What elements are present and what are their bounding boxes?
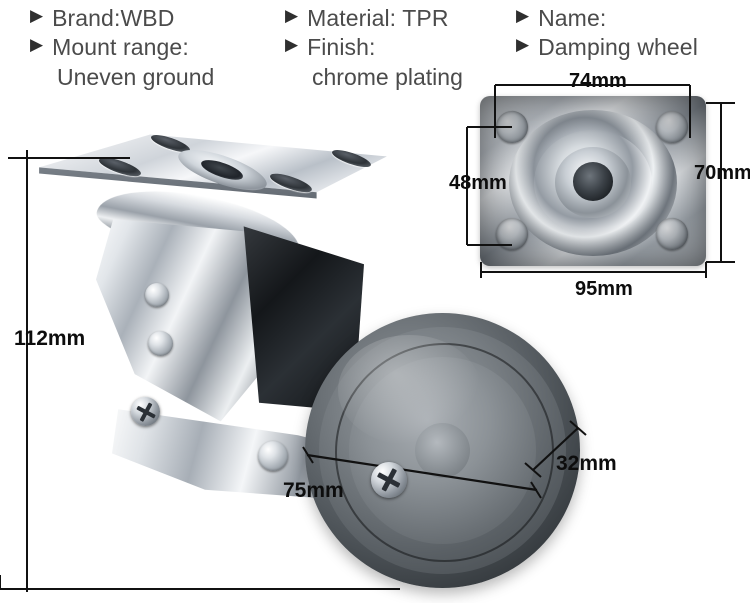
spec-mount-range-value: Uneven ground	[57, 63, 215, 90]
plate-vignette	[480, 96, 706, 266]
spec-column-2: ▶ Material: TPR ▶ Finish: chrome plating	[285, 4, 463, 92]
tpr-wheel	[305, 313, 580, 588]
spec-item-name-value: ▶ Damping wheel	[516, 33, 698, 62]
spec-name-value: Damping wheel	[538, 34, 698, 61]
dimension-label-32mm: 32mm	[556, 452, 617, 475]
spec-finish-value: chrome plating	[312, 63, 463, 90]
damper-pivot-screw	[131, 397, 160, 426]
dimension-label-95mm: 95mm	[575, 278, 633, 300]
triangle-bullet-icon: ▶	[285, 6, 299, 25]
rivet	[145, 283, 169, 307]
spec-brand-label: Brand:WBD	[52, 5, 175, 31]
spec-material-label: Material: TPR	[307, 5, 449, 31]
mounting-plate-photo	[480, 96, 706, 266]
rivet	[258, 441, 288, 471]
dimension-label-112mm: 112mm	[14, 327, 86, 350]
spec-mount-range-label: Mount range:	[52, 34, 189, 61]
spec-column-1: ▶ Brand:WBD ▶ Mount range: Uneven ground	[30, 4, 214, 92]
spec-item-finish: ▶ Finish:	[285, 33, 463, 62]
spec-finish-label: Finish:	[307, 34, 376, 61]
triangle-bullet-icon: ▶	[30, 35, 44, 55]
spec-name-label: Name:	[538, 5, 607, 31]
triangle-bullet-icon: ▶	[516, 35, 530, 55]
spec-item-brand: ▶ Brand:WBD	[30, 4, 214, 33]
triangle-bullet-icon: ▶	[516, 6, 530, 25]
spec-item-mount-range-value: Uneven ground	[30, 63, 214, 92]
rivet	[148, 331, 173, 356]
dimension-label-74mm: 74mm	[569, 70, 627, 92]
wheel-highlight	[338, 335, 481, 445]
spec-item-finish-value: chrome plating	[285, 63, 463, 92]
dimension-label-70mm: 70mm	[694, 162, 750, 184]
axle-screw	[371, 462, 407, 498]
dimension-label-48mm: 48mm	[449, 172, 507, 194]
spec-item-mount-range: ▶ Mount range:	[30, 33, 214, 62]
triangle-bullet-icon: ▶	[30, 6, 44, 25]
spec-column-3: ▶ Name: ▶ Damping wheel	[516, 4, 698, 63]
spec-item-material: ▶ Material: TPR	[285, 4, 463, 33]
dimension-label-75mm: 75mm	[283, 479, 344, 502]
spec-item-name: ▶ Name:	[516, 4, 698, 33]
mounting-plate	[28, 132, 398, 211]
triangle-bullet-icon: ▶	[285, 35, 299, 55]
